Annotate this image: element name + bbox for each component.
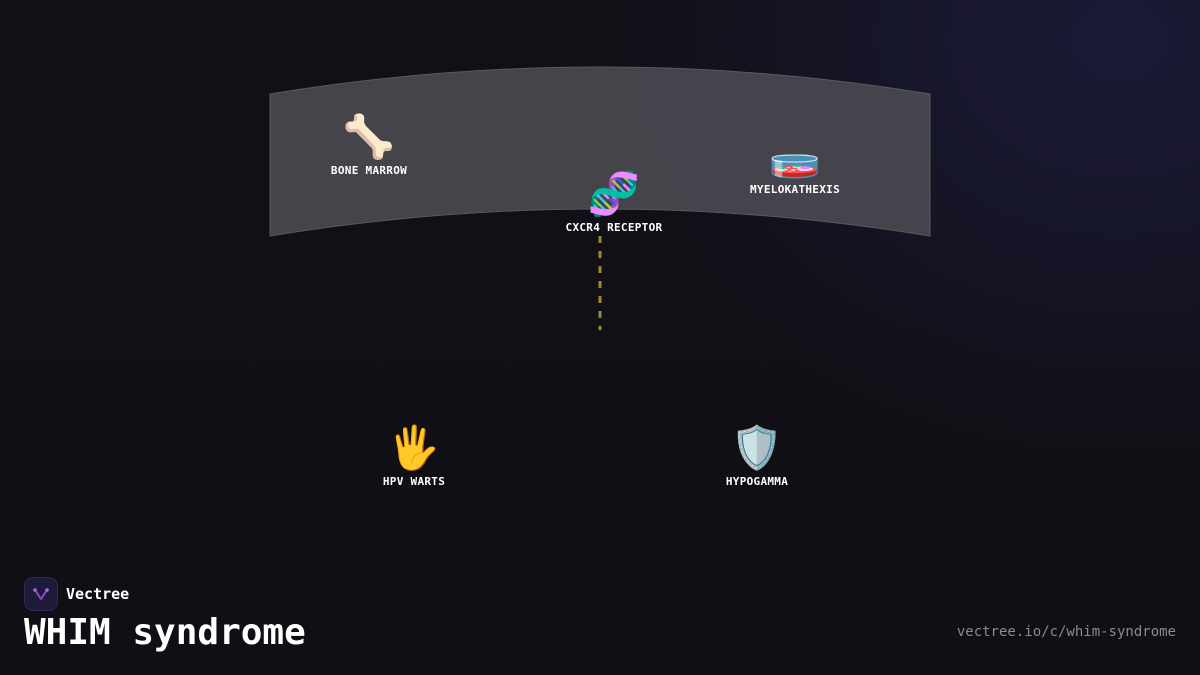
node-label: BONE MARROW [330, 164, 408, 177]
vectree-logo-svg [33, 588, 49, 601]
petri-dish-icon: 🧫 [768, 131, 822, 180]
top-band [269, 66, 931, 237]
node-cxcr4-receptor[interactable]: 🧬 CXCR4 RECEPTOR [566, 169, 663, 234]
page-title: WHIM syndrome [24, 612, 306, 653]
bone-icon: 🦴 [342, 112, 396, 161]
node-hpv-warts[interactable]: 🖐 HPV WARTS [383, 423, 445, 488]
shield-icon: 🛡️ [730, 423, 784, 472]
hand-icon: 🖐 [387, 423, 441, 472]
node-label: HPV WARTS [382, 475, 446, 488]
brand[interactable]: Vectree [24, 577, 129, 611]
node-myelokathexis[interactable]: 🧫 MYELOKATHEXIS [750, 131, 840, 196]
dna-icon: 🧬 [587, 169, 641, 218]
node-hypogamma[interactable]: 🛡️ HYPOGAMMA [726, 423, 788, 488]
brand-name: Vectree [66, 585, 130, 603]
node-bone-marrow[interactable]: 🦴 BONE MARROW [331, 112, 407, 177]
node-label: CXCR4 RECEPTOR [565, 221, 663, 234]
page-url[interactable]: vectree.io/c/whim-syndrome [956, 624, 1176, 640]
node-label: HYPOGAMMA [725, 475, 789, 488]
node-label: MYELOKATHEXIS [750, 183, 840, 196]
vectree-logo-icon [24, 577, 58, 611]
